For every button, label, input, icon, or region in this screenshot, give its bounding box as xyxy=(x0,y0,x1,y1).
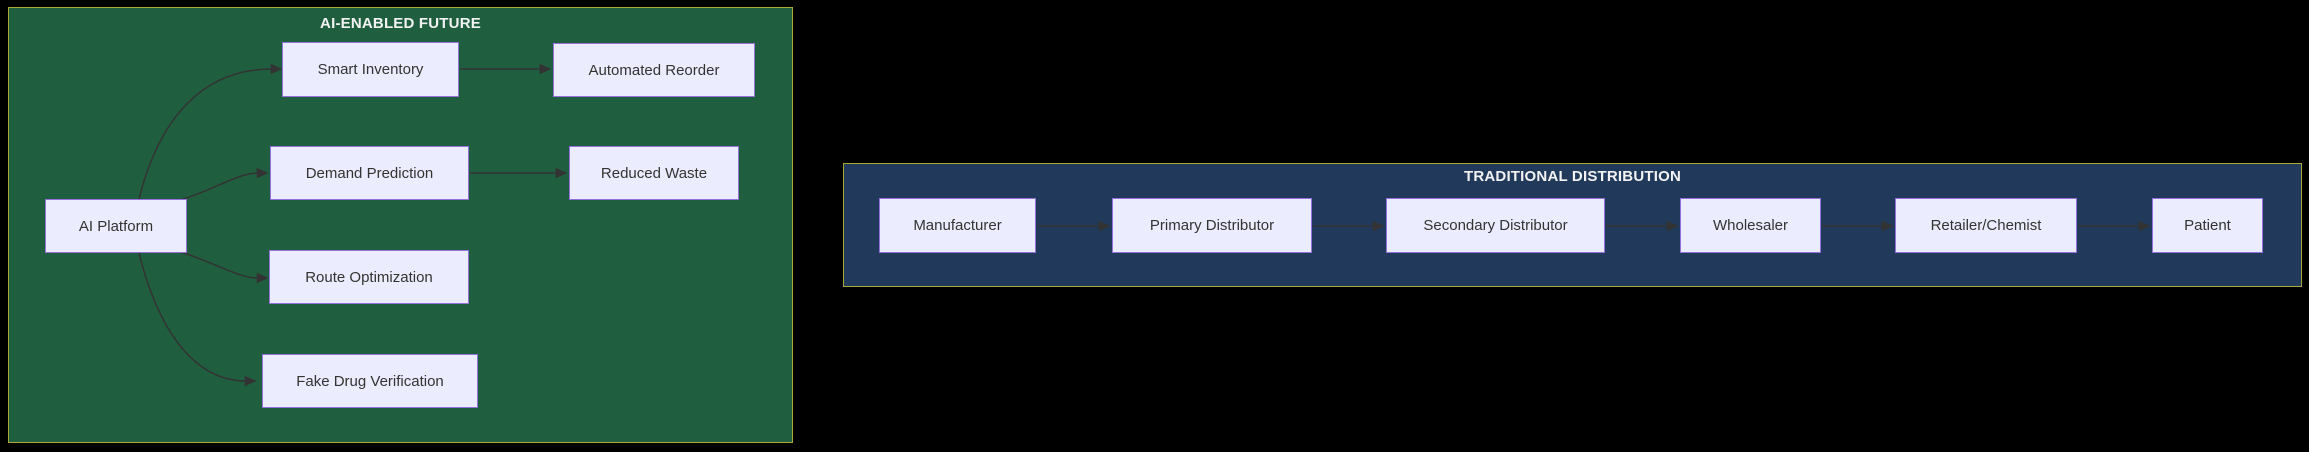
node-manufacturer: Manufacturer xyxy=(879,198,1036,253)
node-smart-inventory: Smart Inventory xyxy=(282,42,459,97)
node-demand-prediction: Demand Prediction xyxy=(270,146,469,200)
node-route-optimization: Route Optimization xyxy=(269,250,469,304)
node-ai-platform: AI Platform xyxy=(45,199,187,253)
cluster-title-ai-enabled-future: AI-ENABLED FUTURE xyxy=(320,15,481,32)
node-fake-drug-verification: Fake Drug Verification xyxy=(262,354,478,408)
node-reduced-waste: Reduced Waste xyxy=(569,146,739,200)
cluster-title-traditional-distribution: TRADITIONAL DISTRIBUTION xyxy=(1463,168,1681,185)
node-primary-distributor: Primary Distributor xyxy=(1112,198,1312,253)
node-secondary-distributor: Secondary Distributor xyxy=(1386,198,1605,253)
node-automated-reorder: Automated Reorder xyxy=(553,43,755,97)
node-wholesaler: Wholesaler xyxy=(1680,198,1821,253)
node-patient: Patient xyxy=(2152,198,2263,253)
node-retailer-chemist: Retailer/Chemist xyxy=(1895,198,2077,253)
